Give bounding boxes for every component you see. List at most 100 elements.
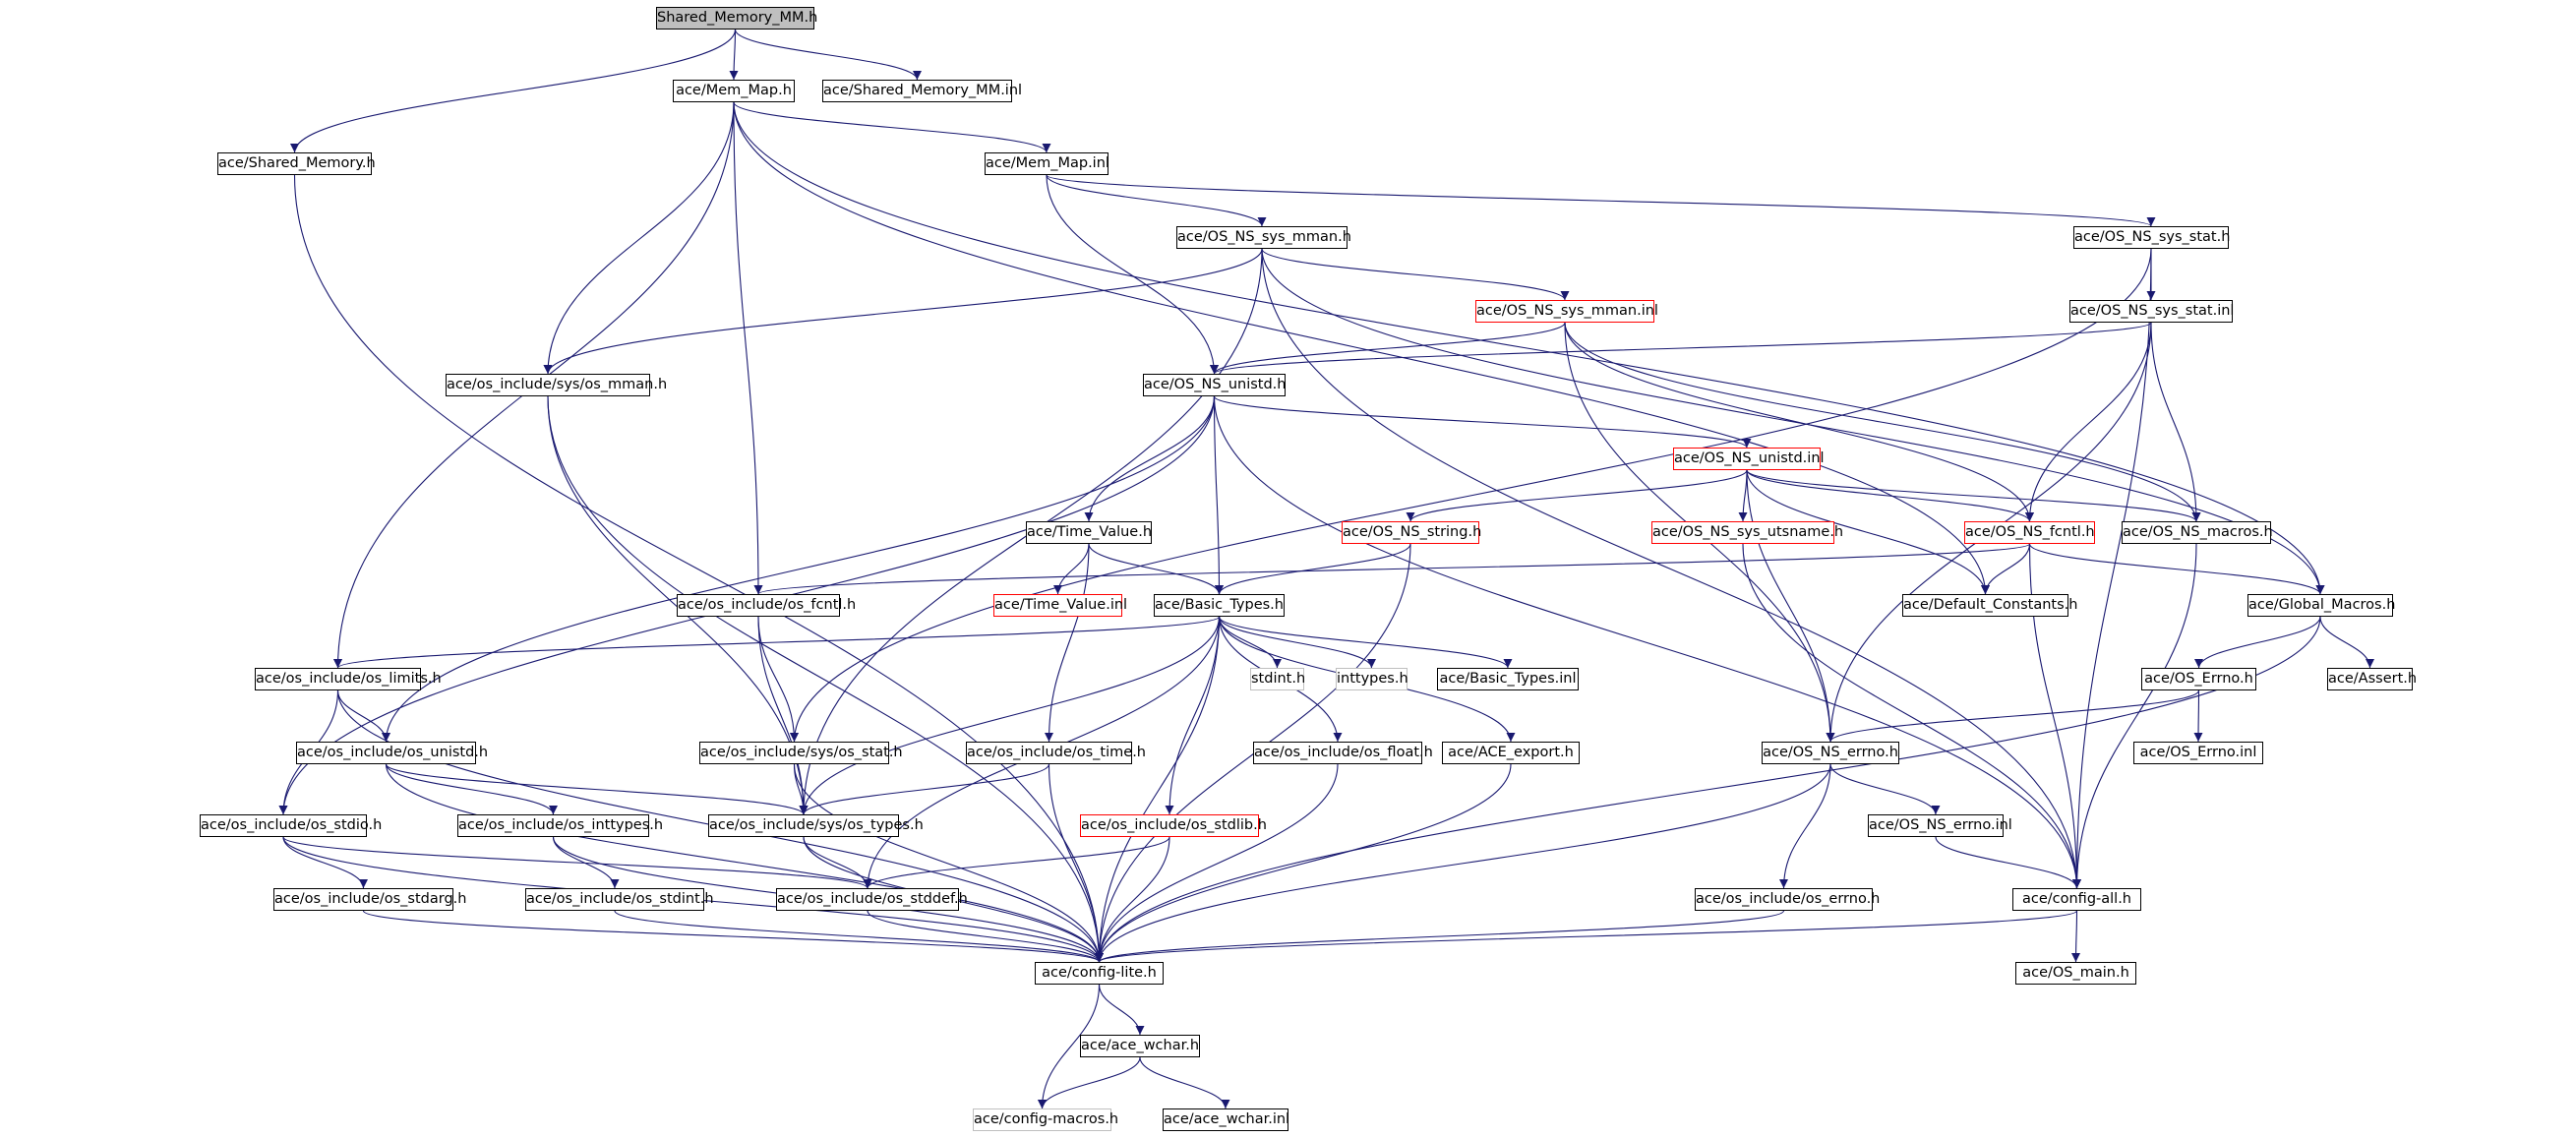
edge-unistd-h-to-unistd-inl [1213, 395, 1752, 449]
edge-ns-errno-h-to-os-errno-inc [1779, 763, 1831, 889]
edge-os-stdio-to-os-stddef [282, 836, 872, 889]
edge-root-to-shm-h [290, 29, 737, 153]
node-os-float[interactable]: ace/os_include/os_float.h [1253, 742, 1433, 764]
node-os-main[interactable]: ace/OS_main.h [2015, 962, 2136, 985]
node-config-macros: ace/config-macros.h [973, 1108, 1118, 1131]
edge-os-stdio-to-os-stdarg [282, 836, 368, 889]
edge-memmap-h-to-os-mman [543, 101, 735, 375]
node-basic-types-h[interactable]: ace/Basic_Types.h [1154, 594, 1285, 617]
node-utsname-h[interactable]: ace/OS_NS_sys_utsname.h [1651, 521, 1843, 544]
edge-memmap-inl-to-sysmman-h [1046, 174, 1267, 227]
node-os-sys-stat[interactable]: ace/os_include/sys/os_stat.h [699, 742, 903, 764]
node-shm-h[interactable]: ace/Shared_Memory.h [217, 152, 376, 175]
edge-os-time-to-config-lite [1048, 763, 1104, 963]
node-basic-types-inl[interactable]: ace/Basic_Types.inl [1437, 668, 1579, 690]
edge-os-inttypes-to-os-stdint [552, 836, 620, 889]
node-config-all[interactable]: ace/config-all.h [2012, 888, 2141, 911]
edge-time-value-h-to-os-time [1045, 543, 1090, 743]
edge-os-unistd-to-os-sys-types [385, 763, 809, 815]
edge-config-all-to-config-lite [1095, 910, 2078, 963]
node-time-value-inl[interactable]: ace/Time_Value.inl [993, 594, 1127, 617]
node-shm-inl[interactable]: ace/Shared_Memory_MM.inl [822, 80, 1022, 102]
edge-sysstat-inl-to-macros-h [2150, 322, 2201, 522]
node-assert[interactable]: ace/Assert.h [2327, 668, 2417, 690]
node-os-stddef[interactable]: ace/os_include/os_stddef.h [776, 888, 968, 911]
node-ace-export[interactable]: ace/ACE_export.h [1442, 742, 1580, 764]
node-memmap-inl[interactable]: ace/Mem_Map.inl [985, 152, 1109, 175]
node-sysmman-inl[interactable]: ace/OS_NS_sys_mman.inl [1475, 300, 1658, 323]
edge-root-to-memmap-h [729, 29, 739, 81]
edge-unistd-h-to-os-unistd [382, 395, 1216, 743]
node-os-time[interactable]: ace/os_include/os_time.h [966, 742, 1146, 764]
node-config-lite[interactable]: ace/config-lite.h [1035, 962, 1164, 985]
edge-os-stdlib-to-config-lite [1095, 836, 1170, 963]
edge-os-fcntl-to-os-sys-types [757, 616, 809, 815]
edge-ns-errno-inl-to-config-all [1935, 836, 2081, 889]
edge-os-stdarg-to-config-lite [362, 910, 1104, 963]
node-os-fcntl[interactable]: ace/os_include/os_fcntl.h [677, 594, 856, 617]
edge-unistd-inl-to-string-h [1406, 469, 1748, 522]
node-os-stdarg[interactable]: ace/os_include/os_stdarg.h [273, 888, 466, 911]
edge-sysstat-h-to-os-sys-stat [790, 248, 2152, 743]
edge-config-lite-to-config-macros [1038, 984, 1101, 1109]
node-os-errno-h[interactable]: ace/OS_Errno.h [2141, 668, 2256, 690]
node-sysstat-inl[interactable]: ace/OS_NS_sys_stat.inl [2069, 300, 2234, 323]
edge-os-stddef-to-config-lite [867, 910, 1104, 963]
node-sysstat-h[interactable]: ace/OS_NS_sys_stat.h [2073, 226, 2230, 249]
node-unistd-h[interactable]: ace/OS_NS_unistd.h [1143, 374, 1286, 396]
node-ace-wchar-h[interactable]: ace/ace_wchar.h [1080, 1035, 1200, 1057]
node-ns-errno-h[interactable]: ace/OS_NS_errno.h [1762, 742, 1899, 764]
node-global-macros[interactable]: ace/Global_Macros.h [2247, 594, 2395, 617]
edge-sysstat-inl-to-unistd-h [1210, 322, 2152, 375]
edge-basic-types-h-to-inttypes [1218, 616, 1376, 669]
node-os-sys-types[interactable]: ace/os_include/sys/os_types.h [708, 814, 924, 837]
edge-ace-export-to-config-lite [1095, 763, 1512, 963]
edge-os-limits-to-os-unistd [336, 689, 390, 743]
node-os-mman[interactable]: ace/os_include/sys/os_mman.h [446, 374, 667, 396]
edge-os-float-to-config-lite [1095, 763, 1339, 963]
edge-config-all-to-os-main [2071, 910, 2081, 963]
edge-memmap-h-to-memmap-inl [733, 101, 1051, 153]
edge-os-fcntl-to-os-sys-stat [757, 616, 799, 743]
edge-os-mman-to-config-lite [547, 395, 1104, 963]
node-ace-wchar-inl[interactable]: ace/ace_wchar.inl [1163, 1108, 1289, 1131]
edge-utsname-h-to-config-all [1742, 543, 2081, 889]
node-os-errno-inc[interactable]: ace/os_include/os_errno.h [1695, 888, 1880, 911]
edge-unistd-inl-to-utsname-h [1738, 469, 1748, 522]
node-os-stdint[interactable]: ace/os_include/os_stdint.h [525, 888, 714, 911]
node-memmap-h[interactable]: ace/Mem_Map.h [673, 80, 795, 102]
edge-time-value-h-to-basic-types-h [1088, 543, 1224, 595]
edge-sysmman-inl-to-fcntl-h [1564, 322, 2034, 522]
edge-os-unistd-to-os-inttypes [385, 763, 558, 815]
edge-global-macros-to-assert [2319, 616, 2374, 669]
edge-os-errno-inc-to-config-lite [1095, 910, 1785, 963]
node-os-stdlib[interactable]: ace/os_include/os_stdlib.h [1080, 814, 1267, 837]
node-fcntl-h[interactable]: ace/OS_NS_fcntl.h [1964, 521, 2095, 544]
node-os-inttypes[interactable]: ace/os_include/os_inttypes.h [457, 814, 663, 837]
edge-shm-h-to-config-lite [293, 174, 1104, 963]
node-os-limits[interactable]: ace/os_include/os_limits.h [255, 668, 442, 690]
edge-os-unistd-to-config-lite [385, 763, 1104, 963]
edge-os-time-to-os-sys-types [799, 763, 1050, 815]
node-root: Shared_Memory_MM.h [656, 7, 817, 30]
edge-basic-types-h-to-basic-types-inl [1218, 616, 1513, 669]
edge-memmap-inl-to-unistd-h [1046, 174, 1219, 375]
edge-os-errno-h-to-os-errno-inl [2193, 689, 2203, 743]
node-os-errno-inl[interactable]: ace/OS_Errno.inl [2133, 742, 2263, 764]
node-sysmman-h[interactable]: ace/OS_NS_sys_mman.h [1176, 226, 1351, 249]
node-unistd-inl[interactable]: ace/OS_NS_unistd.inl [1673, 448, 1825, 470]
node-string-h[interactable]: ace/OS_NS_string.h [1342, 521, 1481, 544]
edge-ns-errno-h-to-ns-errno-inl [1829, 763, 1941, 815]
node-macros-h[interactable]: ace/OS_NS_macros.h [2122, 521, 2273, 544]
edge-sysstat-inl-to-fcntl-h [2025, 322, 2152, 522]
node-default-constants[interactable]: ace/Default_Constants.h [1902, 594, 2077, 617]
node-os-stdio[interactable]: ace/os_include/os_stdio.h [200, 814, 382, 837]
node-time-value-h[interactable]: ace/Time_Value.h [1026, 521, 1152, 544]
edge-unistd-inl-to-fcntl-h [1746, 469, 2034, 522]
edge-sysmman-inl-to-unistd-h [1210, 322, 1566, 375]
edge-string-h-to-basic-types-h [1215, 543, 1411, 595]
node-ns-errno-inl[interactable]: ace/OS_NS_errno.inl [1868, 814, 2012, 837]
node-os-unistd[interactable]: ace/os_include/os_unistd.h [296, 742, 488, 764]
edge-unistd-h-to-time-value-h [1084, 395, 1216, 522]
